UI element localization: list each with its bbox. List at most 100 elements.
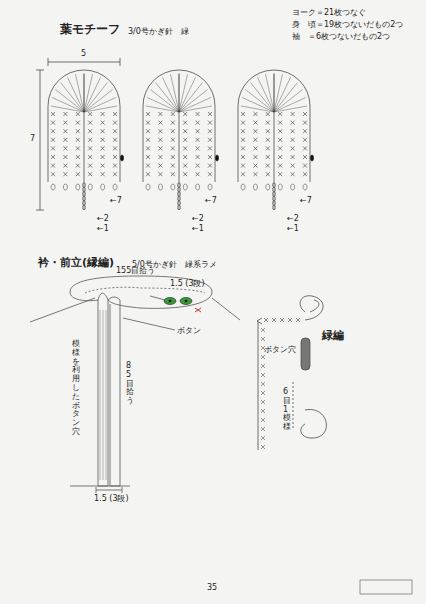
stitch-x	[253, 112, 257, 116]
fan-stroke	[258, 77, 275, 112]
stitch-x	[88, 172, 92, 176]
fan-stroke	[274, 97, 306, 112]
stitch-x	[101, 155, 105, 159]
chain	[82, 192, 85, 196]
stitch-x	[208, 138, 212, 142]
vertical-note: 模様を利用したボタン穴	[72, 340, 80, 437]
stitch-x	[303, 138, 307, 142]
stitch-x	[101, 129, 105, 133]
stitch-x	[158, 112, 162, 116]
stitch-x	[88, 164, 92, 168]
fan-stroke	[179, 106, 212, 112]
stitch-x	[183, 146, 187, 150]
center-stem	[274, 74, 275, 210]
chain	[82, 201, 85, 205]
fan-stroke	[274, 77, 291, 112]
label: ←1	[192, 224, 204, 233]
stitch-x	[146, 164, 150, 168]
fan-stroke	[68, 77, 85, 112]
stitch-x	[208, 155, 212, 159]
center-stem	[84, 74, 85, 210]
stitch-x	[101, 146, 105, 150]
vertical-note: 85目拾う	[126, 362, 134, 406]
stitch-x	[158, 164, 162, 168]
stitch-x	[278, 146, 282, 150]
stitch-x	[261, 382, 265, 386]
stitch-x	[208, 112, 212, 116]
stitch-x	[241, 129, 245, 133]
stitch-x	[113, 112, 117, 116]
chain-tail	[303, 184, 307, 190]
stitch-x	[146, 121, 150, 125]
label: 衿・前立(縁編)	[38, 257, 114, 270]
stitch-x	[266, 112, 270, 116]
stitch-x	[303, 129, 307, 133]
stitch-x	[88, 155, 92, 159]
chain-tail	[196, 184, 200, 190]
chain-tail	[113, 184, 117, 190]
stitch-x	[291, 146, 295, 150]
stitch-x	[76, 155, 80, 159]
stitch-x	[76, 164, 80, 168]
chain-tail	[88, 184, 92, 190]
stitch-x	[158, 129, 162, 133]
label: 1.5 (3段)	[170, 279, 205, 288]
stitch-x	[158, 121, 162, 125]
chain	[177, 205, 180, 209]
fan-stroke	[179, 83, 202, 112]
chain-tail	[253, 184, 257, 190]
stitch-x	[241, 112, 245, 116]
stitch-x	[261, 445, 265, 449]
fan-stroke	[170, 74, 179, 112]
stitch-x	[280, 318, 284, 322]
stitch-x	[63, 155, 67, 159]
stitch-x	[266, 121, 270, 125]
stitch-x	[101, 138, 105, 142]
stitch-x	[253, 146, 257, 150]
chain-tail	[51, 184, 55, 190]
stitch-x	[113, 146, 117, 150]
stitch-x	[241, 146, 245, 150]
center-stem	[179, 74, 180, 210]
fan-stroke	[84, 77, 101, 112]
label: 身 頃＝19枚つないだもの2つ	[292, 20, 403, 29]
stitch-x	[241, 172, 245, 176]
stitch-x	[158, 155, 162, 159]
stitch-x	[146, 112, 150, 116]
stitch-x	[158, 146, 162, 150]
stitch-x	[113, 138, 117, 142]
join-dot	[120, 155, 123, 161]
stitch-x	[171, 172, 175, 176]
label: ←7	[300, 196, 312, 205]
stitch-x	[196, 129, 200, 133]
stitch-x	[261, 337, 265, 341]
stitch-x	[196, 121, 200, 125]
stitch-x	[261, 328, 265, 332]
chain-tail	[171, 184, 175, 190]
stitch-x	[253, 164, 257, 168]
stitch-x	[51, 172, 55, 176]
chain	[82, 196, 85, 200]
chain	[177, 201, 180, 205]
chain-tail	[76, 184, 80, 190]
stitch-x	[196, 138, 200, 142]
stitch-x	[183, 129, 187, 133]
stitch-x	[76, 146, 80, 150]
label: 1.5 (3段)	[94, 494, 129, 503]
stitch-x	[113, 121, 117, 125]
stitch-x	[171, 112, 175, 116]
stitch-x	[241, 155, 245, 159]
stitch-x	[76, 138, 80, 142]
label: ←1	[287, 224, 299, 233]
stitch-x	[88, 121, 92, 125]
stitch-x	[171, 155, 175, 159]
stitch-x	[196, 112, 200, 116]
chain	[272, 205, 275, 209]
stitch-x	[253, 155, 257, 159]
stitch-x	[183, 155, 187, 159]
stitch-x	[63, 172, 67, 176]
stitch-x	[208, 164, 212, 168]
stitch-x	[253, 172, 257, 176]
stitch-x	[278, 138, 282, 142]
stitch-x	[261, 400, 265, 404]
